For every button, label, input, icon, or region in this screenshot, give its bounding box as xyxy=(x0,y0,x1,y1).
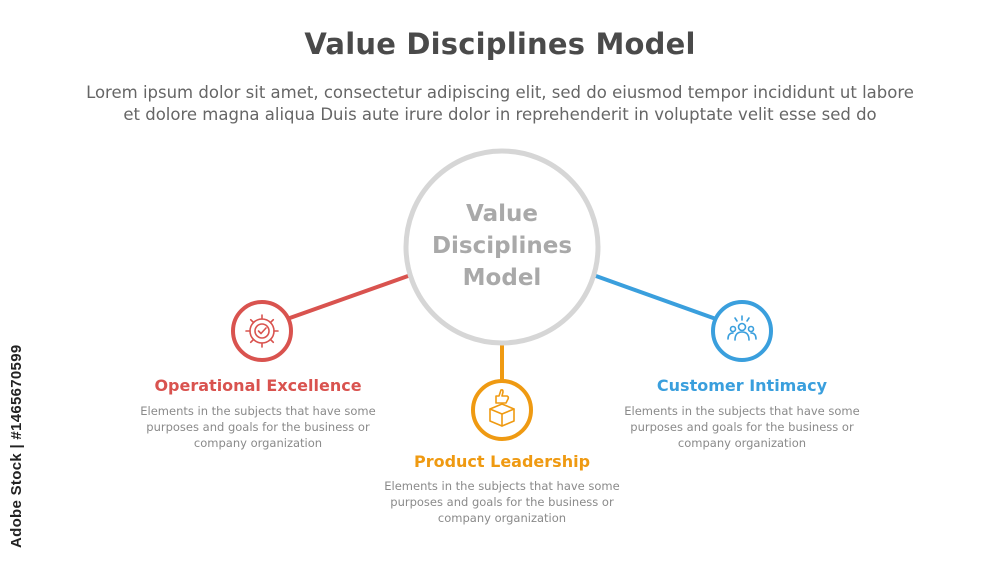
center-label: Value Disciplines Model xyxy=(402,198,602,294)
center-label-line-2: Disciplines xyxy=(431,233,573,259)
operational-excellence-description: Elements in the subjects that have some … xyxy=(118,403,398,451)
node-ring-product xyxy=(471,379,533,441)
customer-intimacy-description: Elements in the subjects that have some … xyxy=(602,403,882,451)
desc-line: company organization xyxy=(677,436,807,450)
operational-excellence-title: Operational Excellence xyxy=(154,376,362,395)
desc-line: company organization xyxy=(437,511,567,525)
subtitle-line-2: et dolore magna aliqua Duis aute irure d… xyxy=(123,105,877,124)
product-leadership-title: Product Leadership xyxy=(413,452,591,471)
desc-line: purposes and goals for the business or xyxy=(630,420,854,434)
desc-line: Elements in the subjects that have some xyxy=(140,404,376,418)
customer-group-icon xyxy=(727,315,757,341)
gear-check-icon xyxy=(245,314,279,348)
desc-line: Elements in the subjects that have some xyxy=(624,404,860,418)
page-subtitle: Lorem ipsum dolor sit amet, consectetur … xyxy=(40,82,960,126)
center-label-line-1: Value xyxy=(466,201,538,227)
center-ring xyxy=(403,148,601,346)
center-label-line-3: Model xyxy=(462,265,542,291)
desc-line: Elements in the subjects that have some xyxy=(384,479,620,493)
box-thumbs-up-icon xyxy=(489,388,515,427)
stock-credit-watermark: Adobe Stock | #1465670599 xyxy=(8,344,25,548)
node-product-leadership xyxy=(471,379,533,441)
desc-line: purposes and goals for the business or xyxy=(390,495,614,509)
desc-line: purposes and goals for the business or xyxy=(146,420,370,434)
product-leadership-description: Elements in the subjects that have some … xyxy=(362,478,642,526)
node-operational-excellence xyxy=(231,300,293,362)
desc-line: company organization xyxy=(193,436,323,450)
connector-customer xyxy=(594,274,718,321)
customer-intimacy-title: Customer Intimacy xyxy=(656,376,828,395)
node-ring-operational xyxy=(231,300,293,362)
node-customer-intimacy xyxy=(711,300,773,362)
subtitle-line-1: Lorem ipsum dolor sit amet, consectetur … xyxy=(86,83,914,102)
connector-operational xyxy=(285,274,410,321)
page-title: Value Disciplines Model xyxy=(304,27,696,61)
